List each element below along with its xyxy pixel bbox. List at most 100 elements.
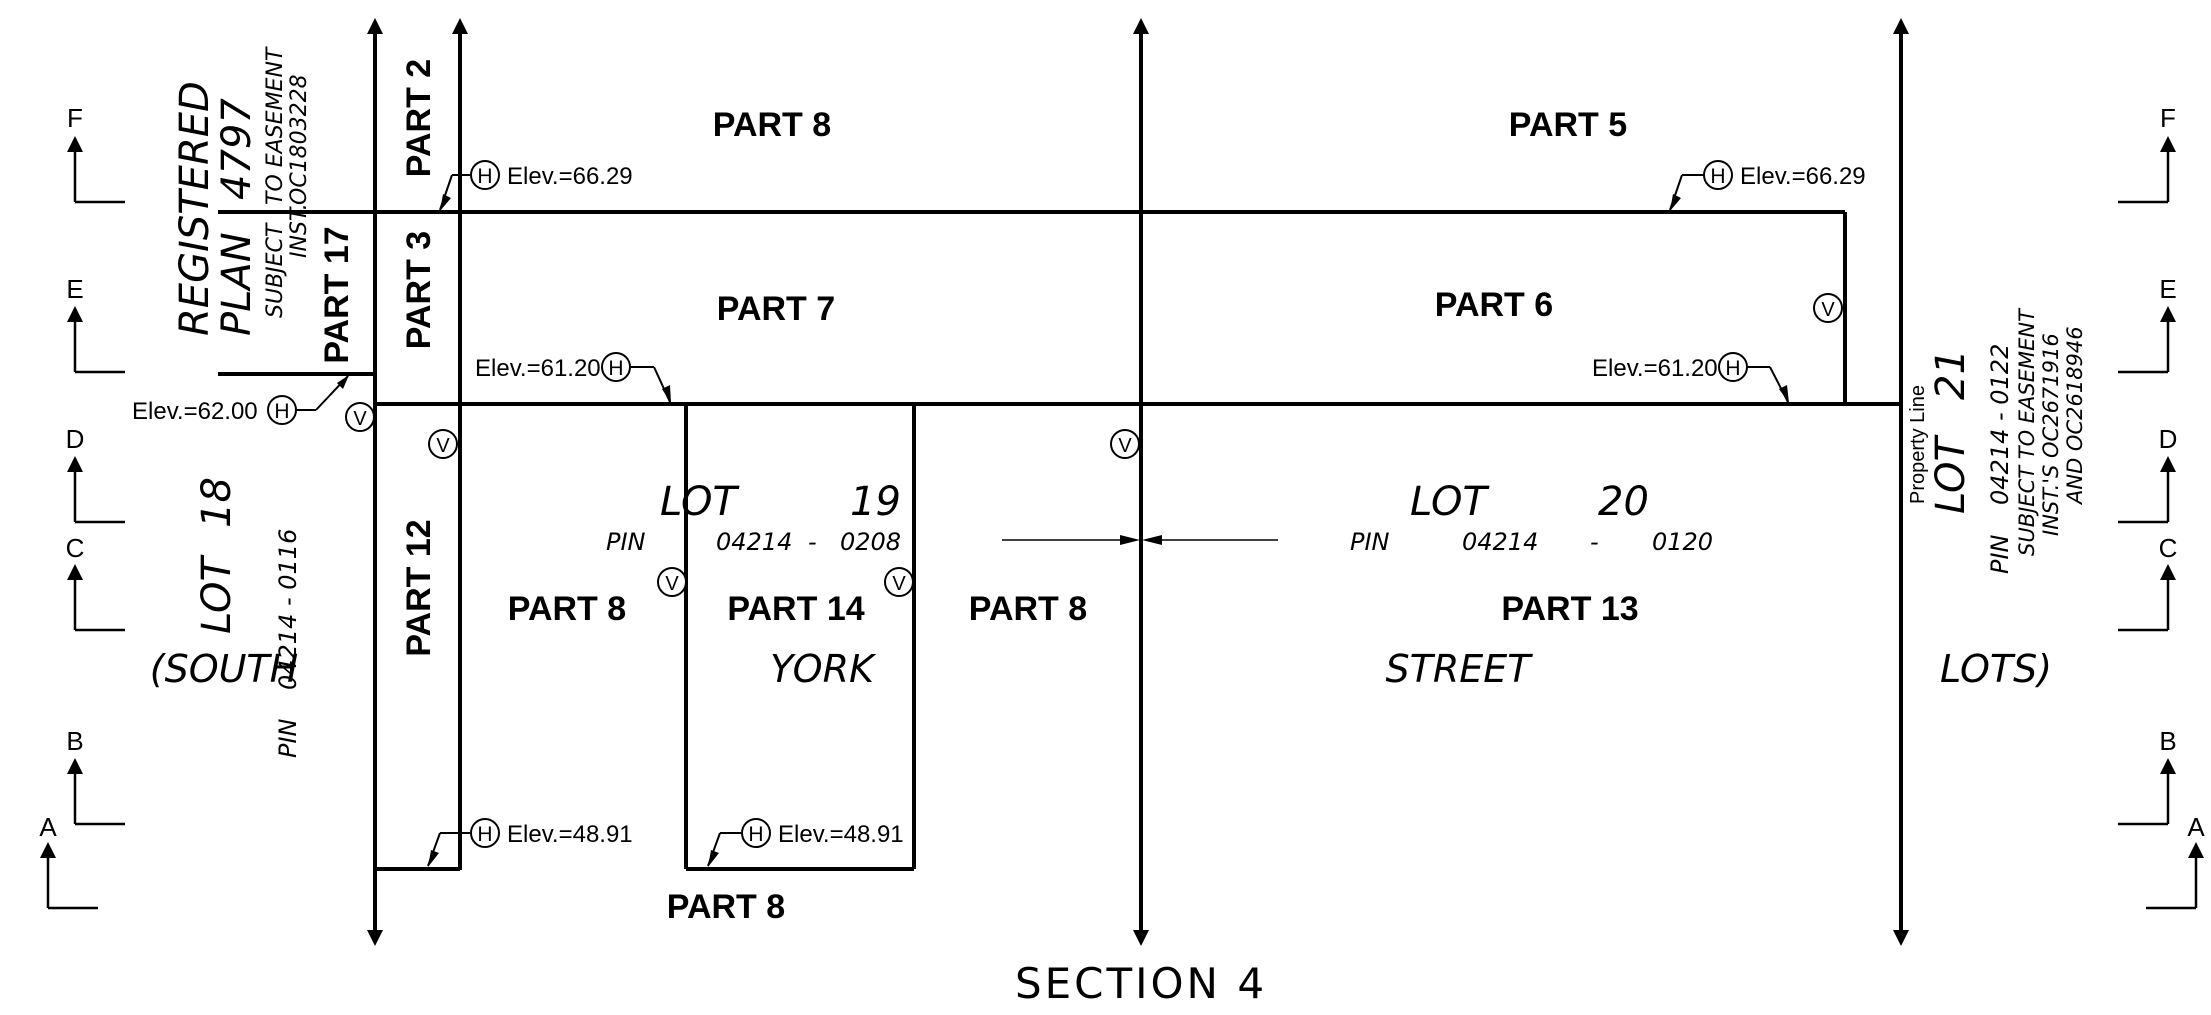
lot-21-note: Property Line LOT 21 PIN 04214 - 0122 SU… [1907,307,2087,574]
section-marker-label: D [2159,424,2178,454]
arrow-up-icon [67,306,83,322]
arrow-up-icon [40,842,56,858]
arrow-up-icon [2160,306,2176,322]
easement-number: OC1803228 [287,74,312,205]
property-line-label: Property Line [1907,385,1929,504]
arrow-down-icon [1133,930,1149,946]
elevation-mid-left: Elev.=61.20 [475,355,601,382]
arrow-left-icon [1142,535,1162,545]
part-14-label: PART 14 [727,590,864,628]
lot-21-pin-label: PIN [1986,534,2014,574]
street-word-street: STREET [1386,647,1534,691]
arrow-down-icon [367,930,383,946]
vertical-marker-icon [884,567,914,597]
lot-19-label: LOT [660,479,741,525]
lot-21-easement-2: INST.'S OC2671916 [2039,333,2063,536]
part-8-bottom-label: PART 8 [667,888,785,926]
part-12-label: PART 12 [400,519,438,656]
arrow-up-icon [2160,456,2176,472]
street-word-lots: LOTS) [1940,647,2052,691]
horizontal-marker-letter: H [1710,165,1725,188]
section-marker-label: B [66,726,83,756]
elevation-markers: H Elev.=66.29 H Elev.=66.29 Elev.=61.20 … [132,160,1866,867]
lot-19-pin-part1: 04214 [716,528,792,556]
section-marker-label: E [2159,274,2176,304]
dimension-arrows [1002,535,1278,545]
lot-20-pin-part1: 04214 [1462,528,1538,556]
section-markers-right: F E D C B A [2118,103,2205,910]
part-13-label: PART 13 [1501,590,1638,628]
plan-line-1: REGISTERED [172,81,218,336]
registered-plan-note: REGISTERED PLAN 4797 SUBJECT TO EASEMENT… [172,46,312,336]
section-marker-label: D [66,424,85,454]
easement-subject: SUBJECT [263,222,288,318]
lot-20-pin-label: PIN [1350,528,1390,556]
section-marker-label: C [66,533,85,563]
drawing-title: SECTION 4 [1015,959,1267,1008]
vertical-marker-icon [1813,293,1843,323]
part-3-label: PART 3 [400,231,438,349]
horizontal-marker-icon [1703,160,1733,190]
lot-21-easement-3: AND OC2618946 [2063,326,2087,506]
part-6-label: PART 6 [1435,286,1553,324]
lot-18-label: LOT [194,553,240,634]
lot-19-number: 19 [850,479,901,525]
lot-20-pin-part2: 0120 [1652,528,1713,556]
arrow-up-icon [2160,564,2176,580]
arrow-up-icon [67,136,83,152]
elevation-top-left: Elev.=66.29 [507,163,633,190]
vertical-marker-letter: V [353,408,367,430]
arrow-up-icon [2160,758,2176,774]
boundary-lines [367,18,1909,946]
part-2-label: PART 2 [400,59,438,177]
vertical-marker-letter: V [892,573,906,595]
vertical-marker-letter: V [1118,435,1132,457]
section-marker-label: F [67,103,83,133]
elevation-bottom-mid: Elev.=48.91 [778,821,904,848]
street-word-south: (SOUTH [150,647,298,691]
horizontal-marker-letter: H [477,165,492,188]
arrow-up-icon [67,564,83,580]
easement-to: TO EASEMENT [263,46,288,205]
lot-18-note: LOT 18 PIN 04214 - 0116 [194,477,302,758]
lot-19-pin-label: PIN [606,528,646,556]
section-marker-label: A [2187,812,2205,842]
plan-number: 4797 [214,98,260,200]
vertical-marker-icon [1110,429,1140,459]
vertical-marker-letter: V [436,435,450,457]
elevation-top-right: Elev.=66.29 [1740,163,1866,190]
lot-21-label: LOT [1928,433,1974,514]
arrow-up-icon [1133,18,1149,34]
section-marker-label: C [2159,533,2178,563]
horizontal-marker-icon [470,160,500,190]
part-7-label: PART 7 [717,290,835,328]
arrow-right-icon [1120,535,1140,545]
part-17-label: PART 17 [318,226,356,363]
lot-20-label: LOT [1410,479,1491,525]
arrow-up-icon [1893,18,1909,34]
lot-21-easement-1: SUBJECT TO EASEMENT [2015,307,2039,556]
section-marker-label: F [2160,103,2176,133]
arrow-down-icon [1893,930,1909,946]
section-marker-label: A [39,812,57,842]
street-name: (SOUTH YORK STREET LOTS) [150,647,2052,691]
lot-21-number: 21 [1928,349,1974,400]
section-marker-label: B [2159,726,2176,756]
horizontal-marker-letter: H [1725,357,1740,380]
elevation-bottom-left: Elev.=48.91 [507,821,633,848]
plan-line-2: PLAN [214,232,260,336]
horizontal-marker-icon [741,818,771,848]
elevation-far-left: Elev.=62.00 [132,398,258,425]
vertical-marker-letter: V [1821,299,1835,321]
elevation-mid-right: Elev.=61.20 [1592,355,1718,382]
lot-19-pin-dash: - [808,528,817,556]
lot-18-pin: 04214 - 0116 [274,529,302,690]
lot-21-pin: 04214 - 0122 [1986,344,2014,505]
arrow-up-icon [452,18,468,34]
arrow-up-icon [2160,136,2176,152]
part-5-label: PART 5 [1509,106,1627,144]
horizontal-marker-icon [470,818,500,848]
vertical-markers: V V V V V V [345,293,1843,597]
